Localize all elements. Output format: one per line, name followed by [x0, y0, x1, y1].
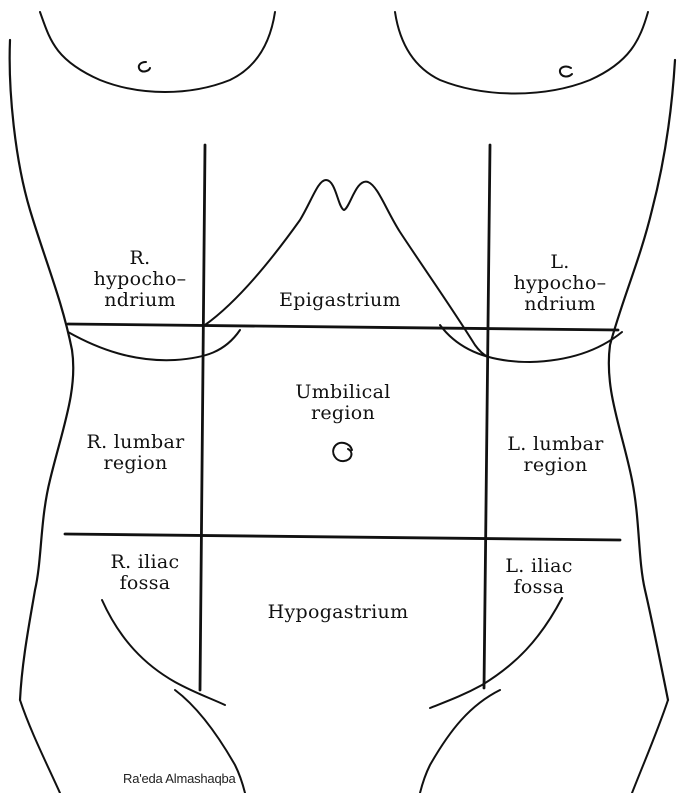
r-iliac-label: R. iliac fossa [90, 552, 200, 594]
r-hypochondrium-line-1: R. [80, 248, 200, 269]
left-nipple [560, 67, 572, 77]
left-hip-outline [632, 700, 668, 793]
left-thigh-outline [420, 690, 500, 793]
r-hypochondrium-line-3: ndrium [80, 290, 200, 311]
r-lumbar-line-2: region [68, 453, 203, 474]
l-iliac-line-1: L. iliac [484, 556, 594, 577]
r-iliac-line-1: R. iliac [90, 552, 200, 573]
hypogastrium-line-1: Hypogastrium [238, 602, 438, 623]
author-credit: Ra'eda Almashaqba [123, 771, 236, 786]
l-hypochondrium-line-3: ndrium [490, 294, 630, 315]
hypogastrium-label: Hypogastrium [238, 602, 438, 623]
l-hypochondrium-line-2: hypocho– [490, 273, 630, 294]
right-midclavicular-line [200, 145, 205, 690]
umbilicus [333, 443, 352, 461]
right-inguinal-curve [102, 600, 225, 705]
right-shoulder-outline [395, 12, 648, 94]
right-nipple [139, 62, 150, 71]
transpyloric-line [68, 324, 618, 330]
left-midclavicular-line [484, 145, 490, 688]
umbilical-label: Umbilical region [268, 382, 418, 424]
r-hypochondrium-label: R. hypocho– ndrium [80, 248, 200, 311]
umbilical-line-2: region [268, 403, 418, 424]
l-hypochondrium-label: L. hypocho– ndrium [490, 252, 630, 315]
right-torso-side [10, 40, 74, 700]
umbilical-line-1: Umbilical [268, 382, 418, 403]
l-hypochondrium-line-1: L. [490, 252, 630, 273]
l-lumbar-label: L. lumbar region [488, 434, 623, 476]
l-iliac-label: L. iliac fossa [484, 556, 594, 598]
l-lumbar-line-1: L. lumbar [488, 434, 623, 455]
intertubercular-line [65, 534, 620, 540]
epigastrium-line-1: Epigastrium [255, 290, 425, 311]
l-iliac-line-2: fossa [484, 577, 594, 598]
epigastrium-label: Epigastrium [255, 290, 425, 311]
left-torso-side [609, 60, 675, 700]
r-hypochondrium-line-2: hypocho– [80, 269, 200, 290]
l-lumbar-line-2: region [488, 455, 623, 476]
right-hip-outline [20, 700, 60, 793]
right-costal-margin [68, 330, 240, 360]
r-iliac-line-2: fossa [90, 573, 200, 594]
left-shoulder-outline [40, 12, 275, 92]
r-lumbar-label: R. lumbar region [68, 432, 203, 474]
r-lumbar-line-1: R. lumbar [68, 432, 203, 453]
